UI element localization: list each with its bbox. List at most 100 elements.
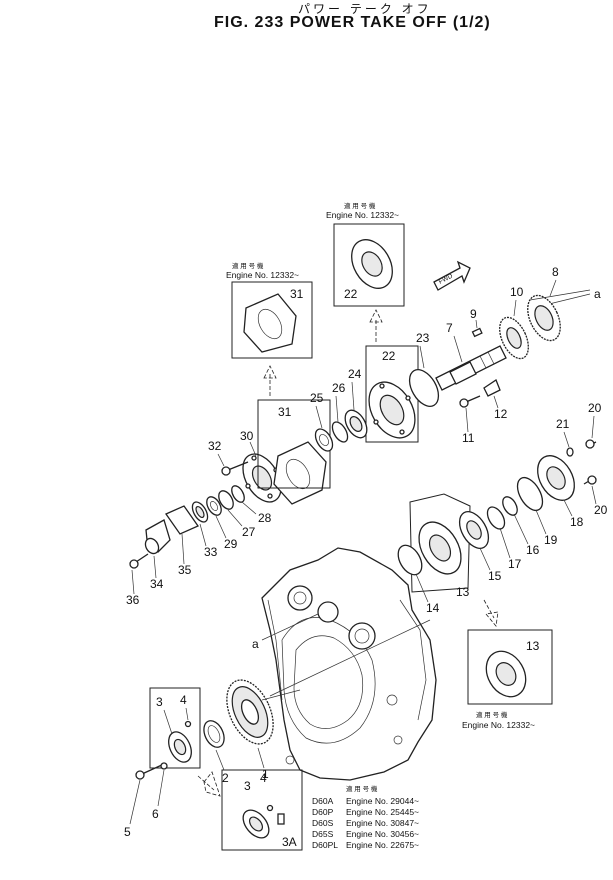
engine-box-22-note: Engine No. 12332~ bbox=[326, 210, 399, 220]
part-19-o-ring bbox=[516, 476, 544, 512]
arrow-to-box-31 bbox=[263, 365, 277, 396]
part-35-gasket bbox=[165, 505, 199, 535]
callout-20b: 20 bbox=[594, 503, 608, 517]
model-row-5-model: D60PL bbox=[312, 840, 338, 850]
part-3A-bearing-cover bbox=[242, 804, 285, 839]
callout-1: 1 bbox=[262, 767, 269, 781]
callout-28: 28 bbox=[258, 511, 272, 525]
callout-22b: 22 bbox=[344, 287, 358, 301]
callout-3b: 3 bbox=[244, 779, 251, 793]
callout-3A: 3A bbox=[282, 835, 297, 849]
callout-10: 10 bbox=[510, 285, 524, 299]
callout-18: 18 bbox=[570, 515, 584, 529]
part-17-collar bbox=[486, 506, 506, 530]
part-34-cap bbox=[144, 519, 171, 555]
part-31-gasket-alt bbox=[243, 293, 297, 353]
callout-13: 13 bbox=[456, 585, 470, 599]
part-25-collar bbox=[314, 428, 334, 452]
model-row-5-engine: Engine No. 22675~ bbox=[346, 840, 419, 850]
callout-4: 4 bbox=[180, 693, 187, 707]
callout-24: 24 bbox=[348, 367, 362, 381]
part-23-o-ring bbox=[408, 369, 440, 407]
callout-31: 31 bbox=[278, 405, 292, 419]
part-8-gear bbox=[527, 294, 561, 342]
part-21-pin bbox=[566, 447, 574, 457]
callout-23: 23 bbox=[416, 331, 430, 345]
callout-11: 11 bbox=[462, 431, 475, 445]
part-18-cover bbox=[537, 455, 575, 501]
part-27-ring bbox=[218, 490, 234, 510]
arrow-to-3A-box bbox=[197, 771, 221, 797]
engine-box-13-kana: 適 用 号 機 bbox=[476, 710, 508, 719]
callout-26: 26 bbox=[332, 381, 346, 395]
model-row-1-model: D60A bbox=[312, 796, 334, 806]
part-30-cover bbox=[242, 453, 282, 503]
callout-15: 15 bbox=[488, 569, 502, 583]
callout-21: 21 bbox=[556, 417, 570, 431]
part-13-cover bbox=[418, 521, 462, 575]
callout-33: 33 bbox=[204, 545, 218, 559]
callout-7: 7 bbox=[446, 321, 453, 335]
callout-20a: 20 bbox=[588, 401, 602, 415]
callout-30: 30 bbox=[240, 429, 254, 443]
part-11-bolt bbox=[459, 395, 481, 408]
callout-29: 29 bbox=[224, 537, 238, 551]
part-20-bolt-upper bbox=[585, 439, 597, 449]
engine-box-31-note: Engine No. 12332~ bbox=[226, 270, 299, 280]
fwd-arrow: FWD bbox=[433, 260, 471, 291]
title-kana: パワー テーク オフ bbox=[298, 2, 432, 16]
axis-line-upper bbox=[529, 289, 591, 301]
part-22-cover bbox=[368, 381, 416, 439]
group-box-3-4 bbox=[149, 687, 201, 769]
callout-14: 14 bbox=[426, 601, 440, 615]
part-32-bolt bbox=[221, 461, 249, 476]
part-5-bolt bbox=[135, 763, 165, 780]
part-3-bearing-cover bbox=[168, 731, 192, 763]
callout-16: 16 bbox=[526, 543, 540, 557]
engine-box-13 bbox=[467, 629, 553, 705]
part-1-gear bbox=[226, 679, 301, 745]
callout-17: 17 bbox=[508, 557, 522, 571]
engine-box-31 bbox=[231, 281, 313, 359]
callout-35: 35 bbox=[178, 563, 192, 577]
callout-13b: 13 bbox=[526, 639, 540, 653]
callout-25: 25 bbox=[310, 391, 324, 405]
engine-box-31-kana: 適 用 号 機 bbox=[232, 261, 264, 270]
part-26-ring bbox=[331, 421, 349, 443]
group-box-13 bbox=[409, 493, 471, 593]
part-7-shaft bbox=[435, 345, 507, 391]
figure-title: FIG. 233 POWER TAKE OFF (1/2) bbox=[214, 14, 491, 31]
callout-12: 12 bbox=[494, 407, 508, 421]
part-31-gasket bbox=[273, 441, 327, 505]
callout-5: 5 bbox=[124, 825, 131, 839]
arrow-to-box-22 bbox=[369, 309, 383, 342]
model-row-2-engine: Engine No. 25445~ bbox=[346, 807, 419, 817]
callout-22: 22 bbox=[382, 349, 396, 363]
part-12-lock-plate bbox=[483, 379, 501, 397]
part-9-key bbox=[471, 327, 483, 338]
part-10-gear bbox=[499, 316, 529, 360]
arrow-to-box-13 bbox=[483, 599, 499, 627]
model-row-3-engine: Engine No. 30847~ bbox=[346, 818, 419, 828]
callout-32: 32 bbox=[208, 439, 222, 453]
model-row-2-model: D60P bbox=[312, 807, 334, 817]
model-row-3-model: D60S bbox=[312, 818, 334, 828]
model-row-4-engine: Engine No. 30456~ bbox=[346, 829, 419, 839]
part-28-o-ring bbox=[231, 485, 245, 503]
engine-box-22-kana: 適 用 号 機 bbox=[344, 201, 376, 210]
leader-a-lower bbox=[261, 613, 319, 641]
callout-34: 34 bbox=[150, 577, 164, 591]
callout-a-upper: a bbox=[594, 287, 601, 301]
callout-4b: 4 bbox=[260, 771, 267, 785]
engine-box-22 bbox=[333, 223, 405, 307]
callout-3: 3 bbox=[156, 695, 163, 709]
callout-8: 8 bbox=[552, 265, 559, 279]
housing-casting bbox=[261, 547, 437, 781]
model-row-1-engine: Engine No. 29044~ bbox=[346, 796, 419, 806]
model-row-4-model: D65S bbox=[312, 829, 334, 839]
callout-19: 19 bbox=[544, 533, 558, 547]
part-16-ring bbox=[502, 496, 518, 516]
part-4-pin bbox=[184, 720, 192, 728]
group-box-3A bbox=[221, 769, 303, 851]
